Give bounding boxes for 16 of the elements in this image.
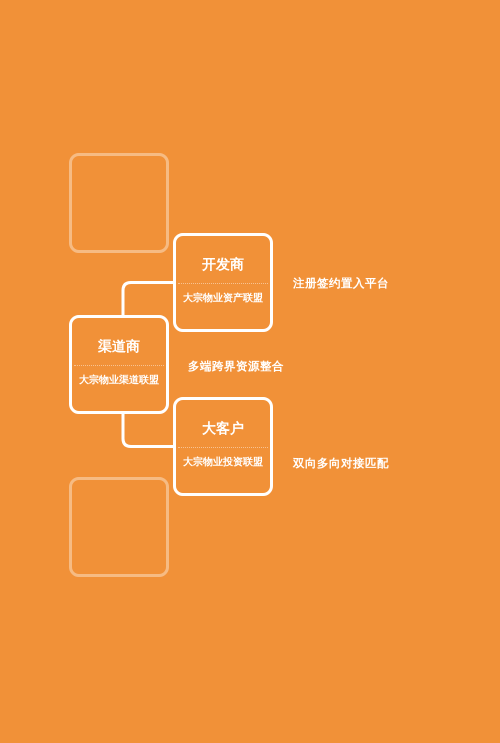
category-card bbox=[173, 233, 273, 332]
card-title: 渠道商 bbox=[98, 338, 140, 357]
note-text: 注册签约置入平台 bbox=[293, 275, 389, 291]
card-subtitle: 大宗物业投资联盟 bbox=[183, 456, 263, 470]
card-subtitle: 大宗物业渠道联盟 bbox=[79, 374, 159, 388]
empty-card bbox=[69, 153, 169, 253]
card-subtitle: 大宗物业资产联盟 bbox=[183, 292, 263, 306]
note-text: 多端跨界资源整合 bbox=[188, 358, 284, 374]
card-title: 大客户 bbox=[202, 420, 244, 439]
empty-card bbox=[69, 477, 169, 577]
note-text: 双向多向对接匹配 bbox=[293, 455, 389, 471]
connector-line bbox=[122, 281, 173, 315]
category-card bbox=[173, 397, 273, 496]
card-title: 开发商 bbox=[202, 256, 244, 275]
category-card bbox=[69, 315, 169, 414]
connector-line bbox=[122, 414, 173, 448]
